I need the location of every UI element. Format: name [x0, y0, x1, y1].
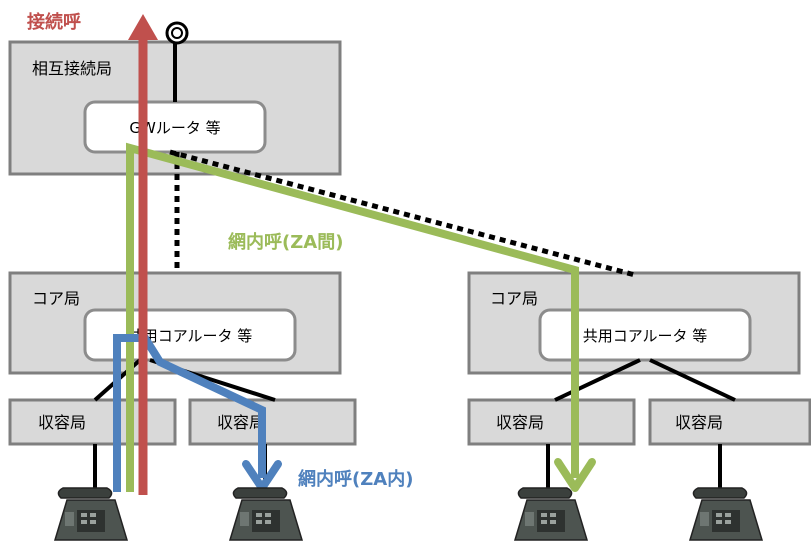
access-station-3-box — [467, 398, 636, 446]
access-station-1-label: 収容局 — [38, 413, 86, 432]
telephone-icon — [688, 487, 764, 541]
between-za-call-label: 網内呼(ZA間) — [228, 231, 343, 253]
interconnect-call-label: 接続呼 — [27, 11, 81, 33]
access-station-4-label: 収容局 — [675, 413, 723, 432]
core-router-right-box — [538, 308, 752, 362]
link-core-right-to-access-4 — [649, 358, 736, 402]
link-gw-to-core-right — [169, 149, 636, 278]
green-call-path — [126, 142, 579, 492]
access-station-2-box — [188, 398, 357, 446]
core-router-left-label: 共用コアルータ 等 — [128, 327, 253, 345]
red-arrowhead-icon — [128, 14, 158, 40]
telephone-icon — [228, 487, 304, 541]
green-arrowhead-icon — [554, 458, 596, 492]
access-station-1-box — [8, 398, 177, 446]
blue-call-path — [113, 334, 266, 492]
gw-router-label: GWルータ 等 — [129, 119, 220, 137]
access-station-3-label: 収容局 — [496, 413, 544, 432]
telephone-icon — [53, 487, 129, 541]
core-station-right-label: コア局 — [490, 289, 538, 308]
interconnect-station-label: 相互接続局 — [32, 59, 112, 78]
link-core-right-to-access-3 — [554, 358, 641, 402]
core-station-left-label: コア局 — [32, 289, 80, 308]
access-station-4-box — [648, 398, 811, 446]
within-za-call-label: 網内呼(ZA内) — [298, 468, 413, 490]
access-station-2-label: 収容局 — [217, 413, 265, 432]
core-router-left-box — [83, 308, 297, 362]
external-connection-point-icon — [165, 21, 189, 45]
telephone-icon — [513, 487, 589, 541]
core-router-right-label: 共用コアルータ 等 — [583, 327, 708, 345]
